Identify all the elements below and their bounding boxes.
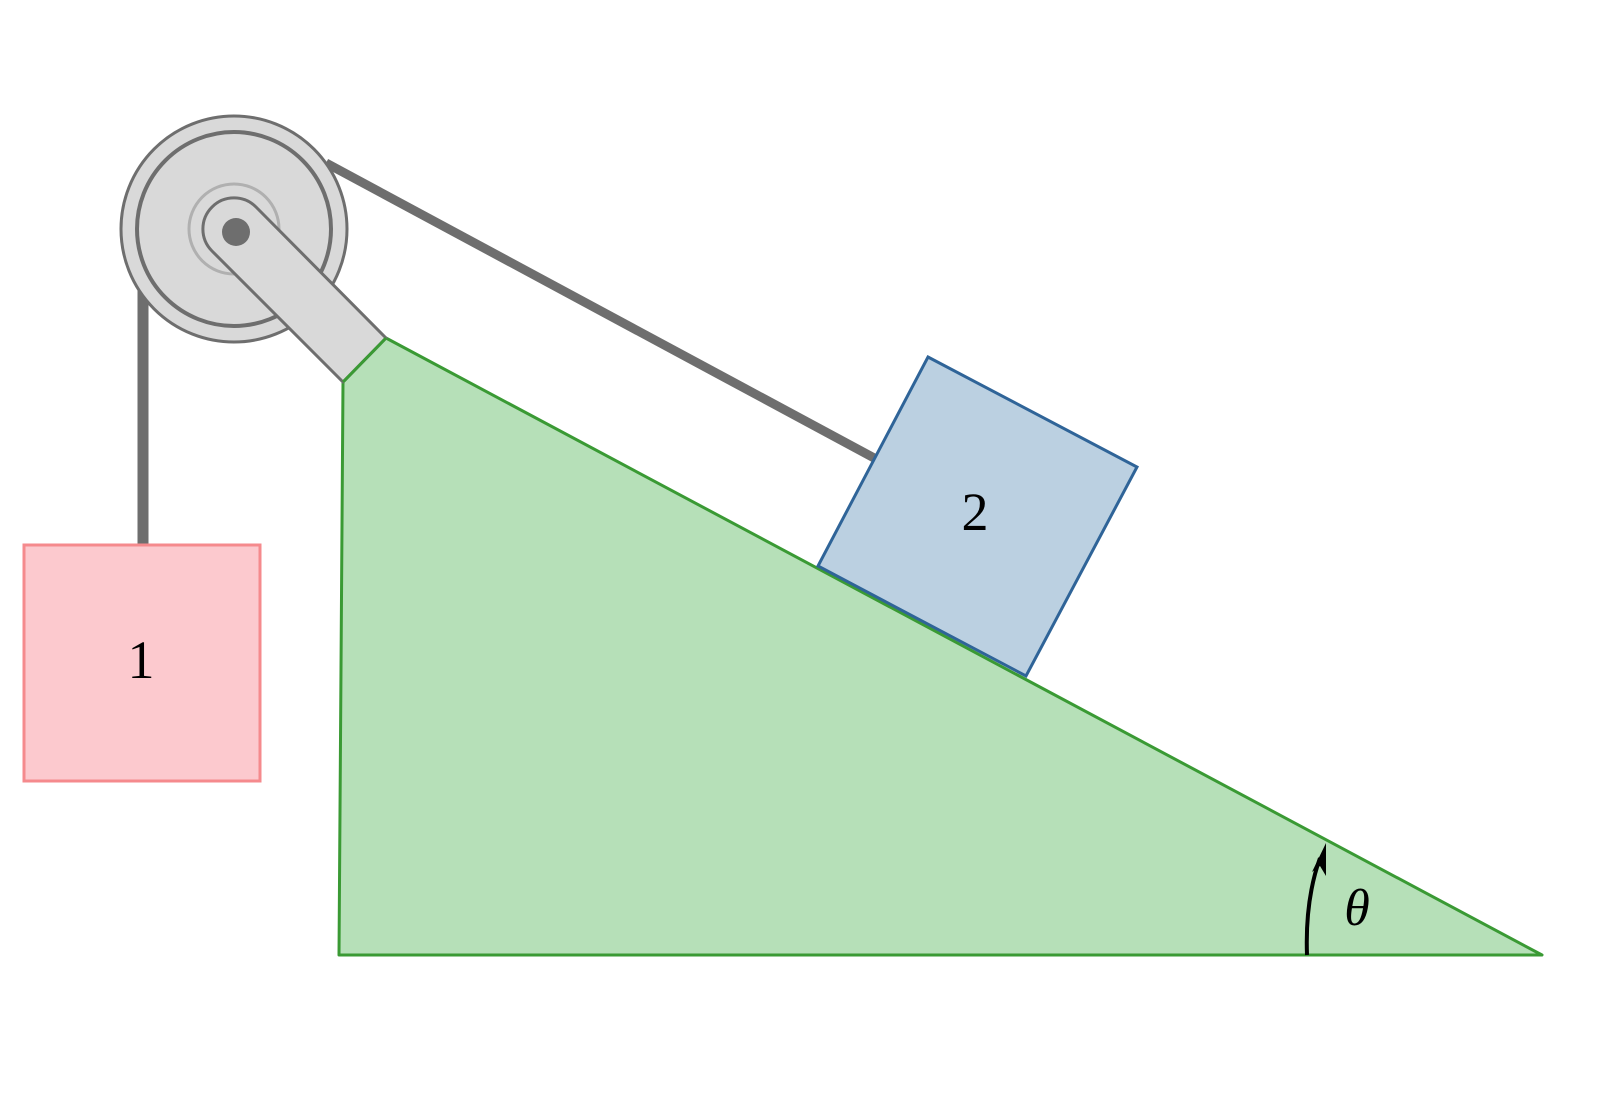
- block-1: [22, 543, 262, 783]
- angle-theta-label: θ: [1344, 880, 1370, 937]
- block-2-label: 2: [962, 482, 989, 542]
- bracket-joint: [341, 336, 388, 384]
- rope-incline: [323, 159, 879, 463]
- pulley-axle: [222, 218, 250, 246]
- pulley-bracket: [201, 196, 388, 384]
- angle-arrow-head-icon: [1312, 843, 1326, 876]
- block-2: [815, 354, 1140, 679]
- block-1-label: 1: [128, 630, 155, 690]
